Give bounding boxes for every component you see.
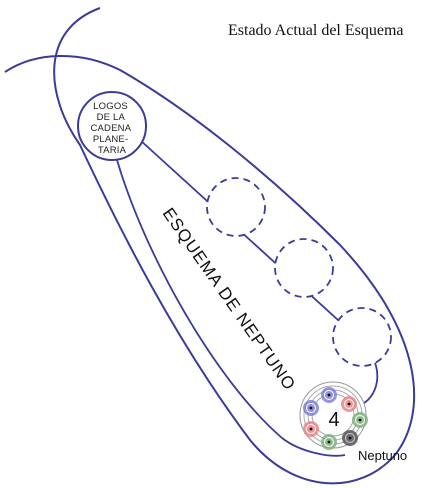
globe-dashed-1 — [206, 177, 266, 237]
globe-number: 4 — [328, 409, 339, 431]
diagram-title: Estado Actual del Esquema — [228, 22, 404, 39]
sphere-blue-left — [303, 400, 319, 416]
globe-dashed-3 — [332, 307, 392, 367]
sphere-green-bottom — [321, 434, 337, 450]
sphere-red-left — [303, 421, 319, 437]
inner-trail-right — [139, 139, 379, 406]
outer-envelope — [4, 7, 416, 485]
planet-label: Neptuno — [358, 448, 407, 463]
logos-circle — [77, 91, 147, 161]
globe-dashed-2 — [274, 238, 334, 298]
logos-line: DE LA — [97, 112, 126, 123]
logos-label: LOGOS DE LA CADENA PLANE- TARIA — [90, 101, 133, 156]
sphere-green-right — [352, 412, 368, 428]
logos-line: TARIA — [98, 145, 127, 156]
sphere-red-topright — [341, 396, 357, 412]
logos-line: PLANE- — [93, 134, 129, 145]
sphere-dark-bottomright — [342, 430, 358, 446]
neptune-globe: 4 — [299, 381, 368, 450]
inner-trail-left — [116, 159, 346, 457]
sphere-blue-top — [321, 387, 337, 403]
logos-line: CADENA — [90, 123, 131, 134]
logos-line: LOGOS — [93, 101, 128, 112]
